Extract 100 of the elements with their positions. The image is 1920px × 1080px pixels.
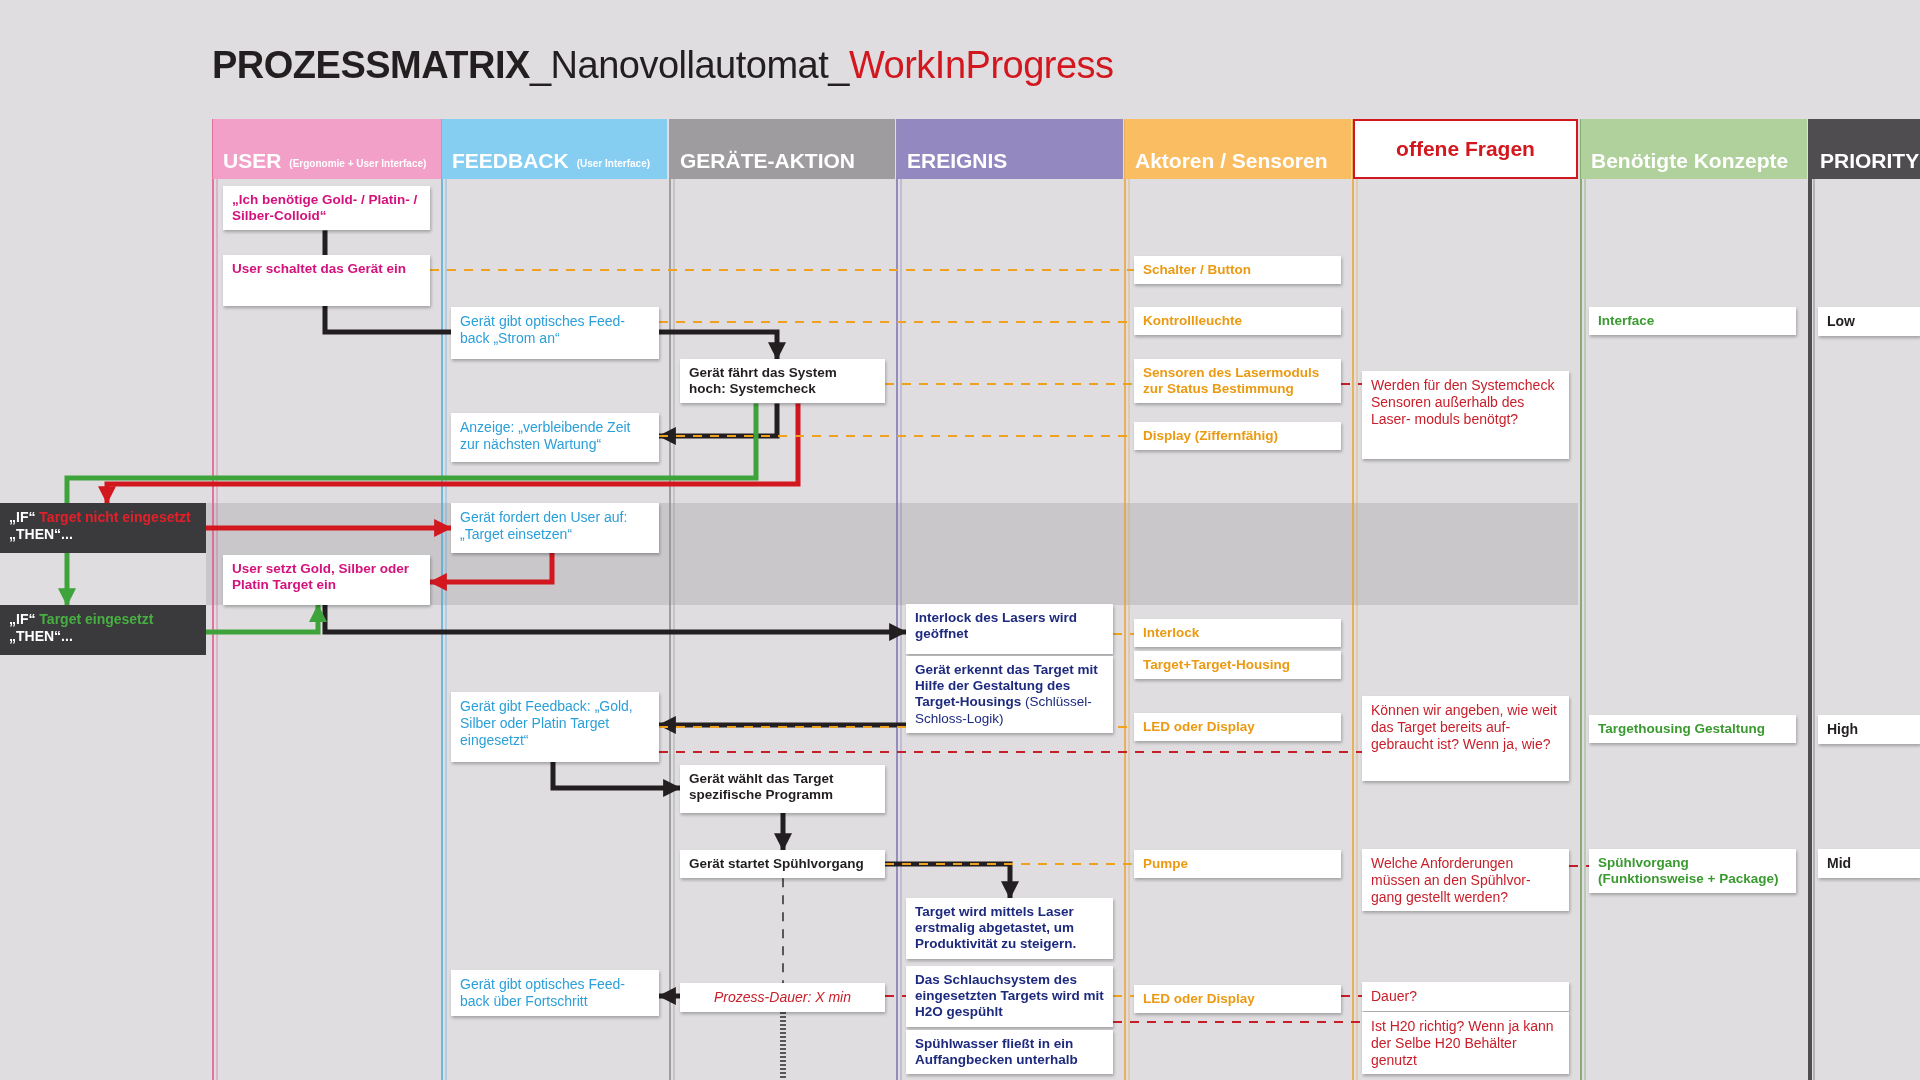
- column-header: [213, 119, 441, 179]
- box-text: Display (Ziffernfähig): [1143, 428, 1279, 445]
- process-box: [1134, 713, 1341, 742]
- box-text: User schaltet das Gerät ein: [232, 261, 408, 278]
- box-text: „Ich benötige Gold- / Platin- / Silber-Colloid“: [232, 192, 419, 225]
- process-box: [680, 850, 885, 879]
- box-text: Gerät gibt optisches Feed- back „Strom an“: [460, 313, 626, 347]
- box-text: LED oder Display: [1143, 991, 1256, 1008]
- process-box: [451, 692, 659, 762]
- box-text: Gerät fordert den User auf: „Target einsetzen“: [460, 509, 629, 543]
- process-box: [1362, 696, 1569, 781]
- column-header: [442, 119, 667, 179]
- connector-line: [322, 230, 328, 255]
- dashed-connector: [1340, 995, 1363, 997]
- box-text: Low: [1827, 313, 1856, 330]
- arrow: [774, 813, 792, 852]
- process-box: [451, 970, 659, 1016]
- process-box: [906, 604, 1113, 654]
- process-box: [906, 898, 1113, 959]
- box-text: Dauer?: [1371, 988, 1418, 1005]
- box-text: Gerät gibt Feedback: „Gold, Silber oder Platin Target eingesetzt“: [460, 698, 634, 749]
- dashed-connector: [429, 269, 1135, 271]
- box-text: Interlock des Lasers wird geöffnet: [915, 610, 1079, 643]
- process-box: [680, 765, 885, 813]
- process-box: [1134, 850, 1341, 879]
- dashed-connector: [1112, 995, 1135, 997]
- box-text: Gerät gibt optisches Feed- back über Fortschritt: [460, 976, 626, 1010]
- condition-text: „THEN“...: [9, 627, 73, 644]
- process-box: [680, 359, 885, 404]
- process-box: [1134, 256, 1341, 285]
- arrow: [322, 605, 908, 641]
- box-text: Können wir angeben, wie weit das Target bereits auf- gebraucht ist? Wenn ja, wie?: [1371, 702, 1558, 753]
- process-box: [223, 555, 430, 605]
- box-text: Spühlwasser fließt in ein Auffangbecken unterhalb: [915, 1036, 1079, 1069]
- box-text: Prozess-Dauer: X min: [713, 989, 852, 1006]
- box-text: Target+Target-Housing: [1143, 657, 1291, 674]
- dashed-connector: [1568, 865, 1590, 867]
- process-box: [1589, 715, 1796, 744]
- column-header: [1810, 119, 1920, 179]
- process-box: [451, 307, 659, 359]
- process-box: [1362, 849, 1569, 912]
- condition-text: Target eingesetzt: [39, 611, 154, 627]
- process-box: [906, 656, 1113, 733]
- box-text: High: [1827, 721, 1860, 738]
- condition-box: [0, 605, 206, 655]
- column-title: GERÄTE-AKTION: [680, 147, 855, 173]
- arrow: [659, 329, 786, 361]
- box-text: Anzeige: „verbleibende Zeit zur nächsten Wartung“: [460, 419, 632, 453]
- column-title: Benötigte Konzepte: [1591, 147, 1789, 173]
- process-box: [1134, 307, 1341, 336]
- process-box: [223, 186, 430, 231]
- process-box: [906, 1030, 1113, 1075]
- process-box: [451, 503, 659, 553]
- process-box: [1134, 985, 1341, 1014]
- column-header: [1353, 119, 1578, 179]
- column-subtitle: (Ergonomie + User Interface): [289, 158, 427, 171]
- process-box: [1362, 1012, 1569, 1075]
- box-text: Kontrollleuchte: [1143, 313, 1243, 330]
- column-title: PRIORITY: [1820, 147, 1920, 173]
- dashed-connector: [1112, 1021, 1363, 1023]
- diagram-title: PROZESSMATRIX_Nanovollautomat_WorkInProgress: [212, 44, 1114, 87]
- box-text: Gerät wählt das Target spezifische Programm: [689, 771, 835, 804]
- column-header: [670, 119, 895, 179]
- condition-text: „THEN“...: [9, 525, 73, 542]
- box-text: Interlock: [1143, 625, 1201, 642]
- box-text: Gerät startet Spühlvorgang: [689, 856, 865, 873]
- box-text: User setzt Gold, Silber oder Platin Target ein: [232, 561, 411, 594]
- column-title: USER: [223, 147, 282, 173]
- process-box: [1589, 307, 1796, 336]
- column-header: [1581, 119, 1807, 179]
- condition-text: „IF“: [9, 611, 36, 627]
- box-text: LED oder Display: [1143, 719, 1256, 736]
- process-box: [223, 255, 430, 306]
- box-text: Pumpe: [1143, 856, 1189, 873]
- arrow: [885, 861, 1019, 900]
- box-text: Das Schlauchsystem des eingesetzten Targets wird mit H2O gespühlt: [915, 972, 1104, 1021]
- process-box: [1818, 849, 1920, 878]
- column-title: offene Fragen: [1396, 136, 1535, 162]
- process-box: [1362, 371, 1569, 459]
- arrow: [206, 519, 453, 537]
- box-text: Schalter / Button: [1143, 262, 1252, 279]
- condition-text: Target nicht eingesetzt: [39, 509, 191, 525]
- process-box: [906, 966, 1113, 1027]
- dashed-connector: [1112, 633, 1135, 635]
- column-subtitle: (User Interface): [576, 158, 651, 171]
- column-title: Aktoren / Sensoren: [1135, 147, 1328, 173]
- box-text: Target wird mittels Laser erstmalig abgetastet, um Produktivität zu steigern.: [915, 904, 1078, 953]
- column-title: EREIGNIS: [907, 147, 1008, 173]
- box-text: Welche Anforderungen müssen an den Spühlvor- gang gestellt werden?: [1371, 855, 1532, 906]
- dashed-connector: [782, 877, 784, 984]
- condition-box: [0, 503, 206, 553]
- dashed-connector: [884, 383, 1135, 385]
- process-box: [1818, 307, 1920, 336]
- box-text: Ist H20 richtig? Wenn ja kann der Selbe H20 Behälter genutzt: [1371, 1018, 1555, 1069]
- box-text: Sensoren des Lasermoduls zur Status Bestimmung: [1143, 365, 1321, 398]
- arrow: [58, 553, 76, 607]
- process-box: [1818, 715, 1920, 744]
- column-header: [1125, 119, 1351, 179]
- dashed-connector: [884, 863, 1135, 865]
- box-text: Targethousing Gestaltung: [1598, 721, 1766, 738]
